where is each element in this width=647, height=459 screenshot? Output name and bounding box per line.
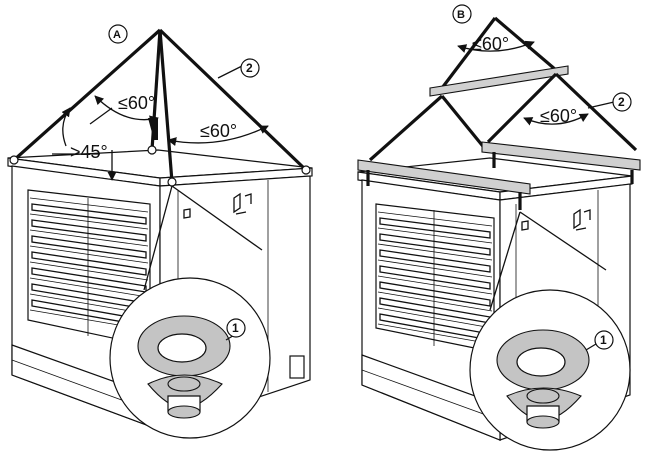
callout-2-a-label: 2: [246, 61, 253, 75]
eyebolt-detail-a: [109, 185, 271, 439]
angle-right-label-b: ≤60°: [540, 106, 577, 126]
panel-a-badge: [108, 24, 128, 44]
callout-1-b: [594, 330, 614, 350]
panel-a-badge-label: A: [113, 29, 121, 41]
callout-2-b-label: 2: [618, 95, 625, 109]
eyebolt-detail-b: [469, 211, 631, 451]
panel-b: ≤60° ≤60° B 2 1: [357, 4, 641, 451]
angle-min-label-a: >45°: [70, 142, 108, 162]
panel-a: ≤60° ≤60° >45° A 2 1: [7, 24, 313, 439]
callout-1-b-label: 1: [600, 333, 607, 347]
panel-b-badge-label: B: [457, 9, 465, 21]
callout-1-a: [226, 318, 246, 338]
angle-top-label-a: ≤60°: [118, 93, 155, 113]
callout-1-a-label: 1: [232, 321, 239, 335]
panel-b-badge: [452, 4, 472, 24]
angle-right-label-a: ≤60°: [200, 121, 237, 141]
angle-indicators-a: [52, 95, 269, 181]
angle-indicators-b: [457, 40, 589, 126]
lifting-rig-b: [357, 16, 641, 210]
callout-2-b: [612, 92, 632, 112]
callout-2-a: [240, 58, 260, 78]
angle-top-label-b: ≤60°: [472, 34, 509, 54]
